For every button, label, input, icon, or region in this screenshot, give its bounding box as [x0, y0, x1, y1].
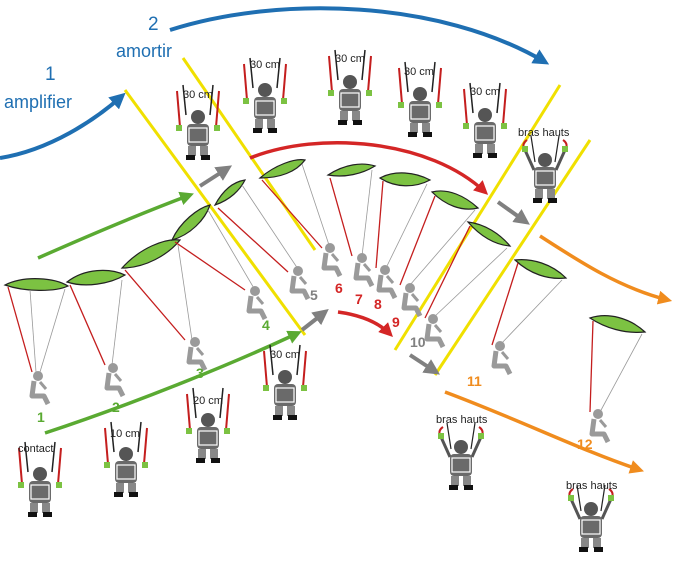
- step-label-9: 9: [392, 314, 400, 330]
- step-label-1: 1: [37, 409, 45, 425]
- phase-1-number: 1: [45, 64, 56, 85]
- label-30cm-b: 30 cm: [250, 59, 280, 71]
- pilot-30cm-c: 30 cm: [327, 49, 373, 126]
- glider-12: [588, 315, 647, 442]
- pilot-30cm-e: 30 cm: [462, 82, 508, 159]
- rear-pilots: contact 10 cm 20 cm 30 cm 30 cm 30 cm 30…: [17, 49, 618, 554]
- glider-5: [213, 179, 308, 299]
- label-30cm-e: 30 cm: [470, 86, 500, 98]
- phase-2-number: 2: [148, 14, 159, 35]
- yellow-lines: [123, 57, 592, 376]
- glider-4: [170, 204, 265, 319]
- pilot-bras-hauts-middle: bras hauts: [436, 414, 488, 492]
- step-label-5: 5: [310, 287, 318, 303]
- step-label-6: 6: [335, 280, 343, 296]
- step-label-7: 7: [355, 291, 363, 307]
- phase-arrows: [0, 6, 550, 160]
- glider-sequence: [3, 159, 647, 442]
- step-label-11: 11: [467, 373, 482, 389]
- glider-10: [424, 221, 512, 347]
- label-30cm-c: 30 cm: [335, 53, 365, 65]
- glider-7: [326, 163, 377, 286]
- step-labels: 1 2 3 4 5 6 7 8 9 10 11 12: [37, 280, 593, 452]
- label-20cm: 20 cm: [193, 395, 223, 407]
- pilot-30cm-b: 30 cm: [242, 57, 288, 134]
- glider-6: [258, 159, 340, 276]
- step-label-8: 8: [374, 296, 382, 312]
- step-label-10: 10: [410, 334, 426, 350]
- glider-3: [120, 239, 205, 370]
- pilot-30cm-d: 30 cm: [397, 61, 443, 138]
- label-bras-hauts-top: bras hauts: [518, 127, 570, 139]
- phase-2-name: amortir: [116, 41, 172, 61]
- pilot-bras-hauts-bottom: bras hauts: [566, 480, 618, 554]
- glider-2: [65, 269, 127, 396]
- flow-arrows: [37, 140, 673, 474]
- glider-9: [399, 190, 480, 316]
- pilot-20cm: 20 cm: [185, 387, 231, 464]
- pilot-bras-hauts-top: bras hauts: [518, 127, 570, 205]
- label-30cm-lower: 30 cm: [270, 349, 300, 361]
- label-bras-hauts-middle: bras hauts: [436, 414, 488, 426]
- label-30cm-a: 30 cm: [183, 89, 213, 101]
- glider-1: [3, 278, 70, 404]
- phase-1-name: amplifier: [4, 92, 72, 112]
- step-label-4: 4: [262, 317, 270, 333]
- pilot-contact: contact: [17, 441, 63, 518]
- pilot-30cm-lower: 30 cm: [262, 344, 308, 421]
- step-label-2: 2: [112, 399, 120, 415]
- pilot-10cm: 10 cm: [103, 421, 149, 498]
- glider-11: [491, 259, 568, 374]
- label-10cm: 10 cm: [110, 428, 140, 440]
- pilot-30cm-a: 30 cm: [175, 84, 221, 161]
- label-contact: contact: [18, 443, 53, 455]
- label-bras-hauts-bottom: bras hauts: [566, 480, 618, 492]
- glider-8: [375, 172, 432, 298]
- label-30cm-d: 30 cm: [404, 66, 434, 78]
- step-label-3: 3: [196, 365, 204, 381]
- step-label-12: 12: [577, 436, 593, 452]
